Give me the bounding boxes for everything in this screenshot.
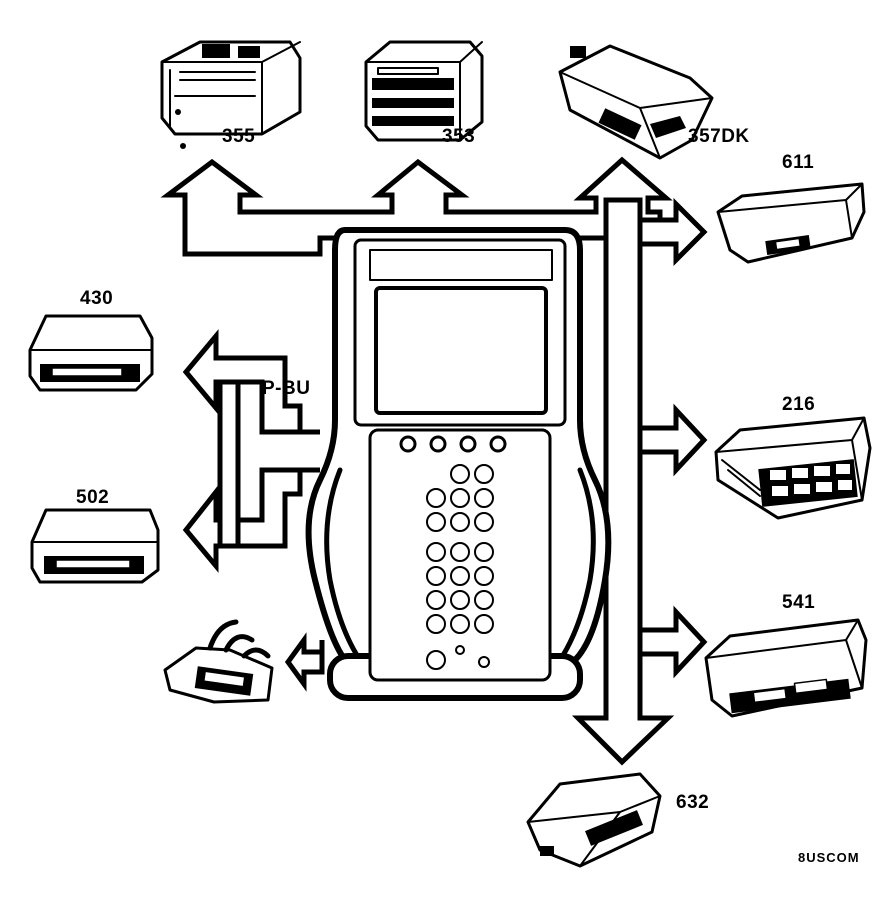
label-430: 430 xyxy=(80,288,113,309)
module-611 xyxy=(716,182,866,264)
label-216: 216 xyxy=(782,394,815,415)
figure-code: 8USCOM xyxy=(798,850,860,865)
function-keys xyxy=(399,435,507,453)
arrow-to-541 xyxy=(637,605,708,679)
left-grip xyxy=(324,467,363,663)
label-541: 541 xyxy=(782,592,815,613)
label-355: 355 xyxy=(222,126,255,147)
arrow-to-connector xyxy=(284,632,325,692)
label-632: 632 xyxy=(676,792,709,813)
module-216 xyxy=(714,416,872,520)
scan-tool xyxy=(305,227,612,701)
right-grip xyxy=(557,467,596,663)
label-611: 611 xyxy=(782,152,814,173)
left-bus-arrow xyxy=(182,329,320,435)
keypad-panel xyxy=(368,428,552,682)
label-bus: P-BU xyxy=(262,378,310,399)
keypad-buttons xyxy=(426,464,494,670)
module-632 xyxy=(526,772,662,868)
arrow-to-216 xyxy=(637,403,708,477)
label-502: 502 xyxy=(76,487,109,508)
label-353: 353 xyxy=(442,126,475,147)
top-panel xyxy=(369,249,553,281)
module-357dk xyxy=(558,44,714,160)
label-357dk: 357DK xyxy=(688,126,750,147)
module-502 xyxy=(30,508,160,584)
arrow-to-611 xyxy=(637,197,708,267)
module-430 xyxy=(28,314,154,392)
left-bus-spine xyxy=(217,379,241,549)
module-541 xyxy=(704,618,868,718)
right-bus-arrow xyxy=(571,197,675,766)
left-bus-arrow-lower xyxy=(182,467,320,573)
module-355 xyxy=(160,40,302,149)
display-screen xyxy=(374,286,548,415)
diagnostic-connector xyxy=(163,619,274,704)
module-353 xyxy=(364,40,484,142)
